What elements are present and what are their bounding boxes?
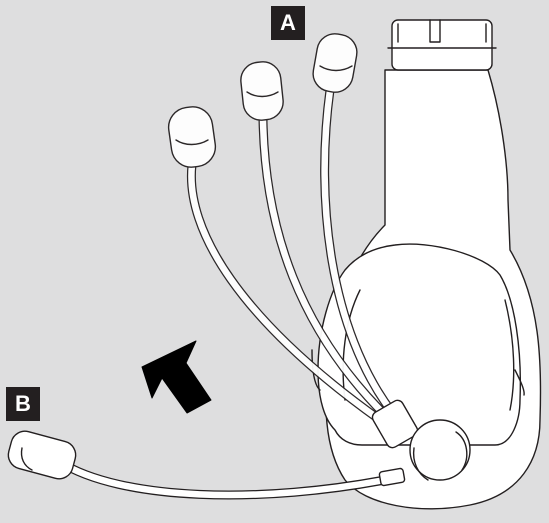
- mic-hinge: [371, 399, 471, 481]
- mic-boom-position-b: [7, 430, 406, 500]
- mic-boom-position-a2: [240, 61, 390, 420]
- upward-arrow-icon: [141, 340, 212, 414]
- label-b: B: [6, 387, 40, 421]
- mic-boom-position-a3: [312, 33, 397, 417]
- ear-cup: [311, 243, 525, 446]
- mic-boom-position-a1: [167, 106, 385, 425]
- label-a: A: [271, 6, 305, 40]
